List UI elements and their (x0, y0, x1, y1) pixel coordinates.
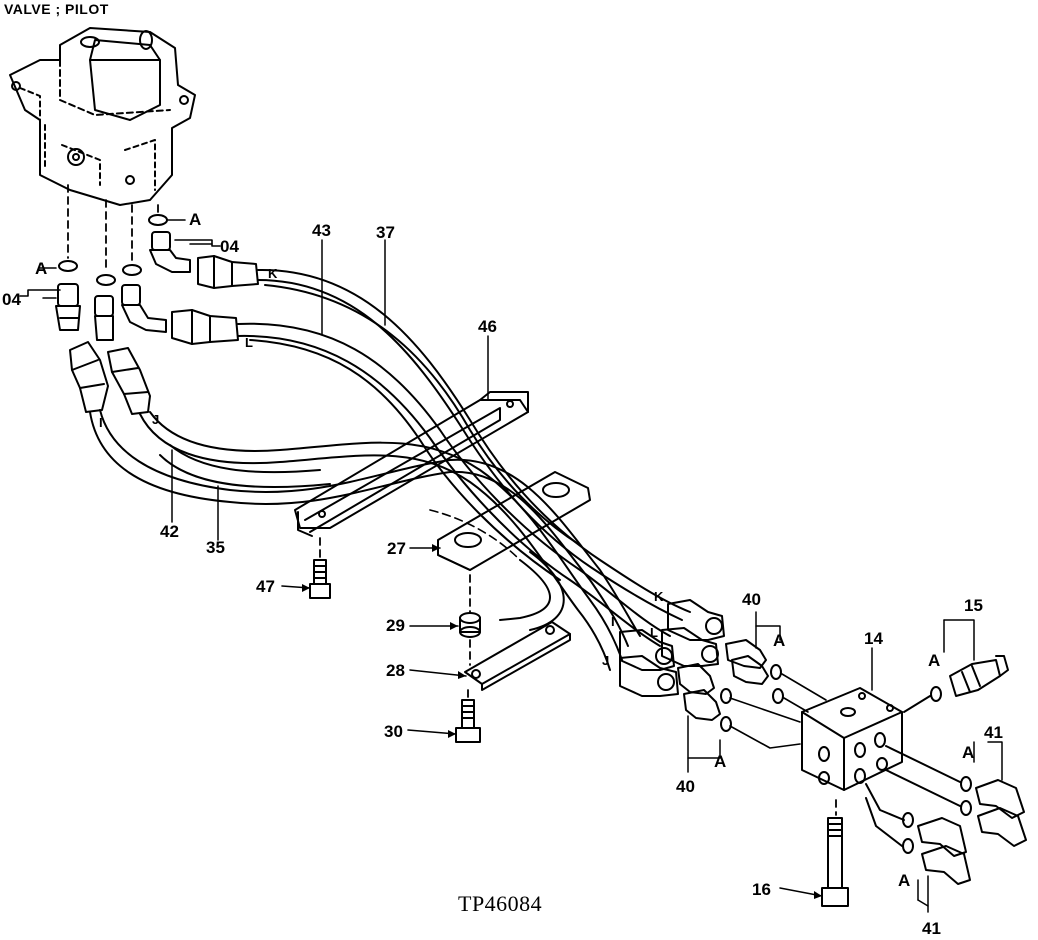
hose-letter-i-right: I (611, 614, 615, 629)
fittings-40 (677, 639, 769, 721)
callout-a-left: A (35, 259, 48, 278)
hose-letter-l-right: L (650, 625, 658, 640)
hose-ends-block-side (619, 599, 725, 697)
frame-bar (294, 391, 529, 537)
callout-30: 30 (384, 722, 403, 741)
fittings-41 (865, 745, 1027, 885)
bolt-16 (821, 817, 849, 907)
bolt-30 (455, 699, 481, 743)
callout-a-top: A (189, 210, 202, 229)
hoses (89, 268, 691, 671)
hose-letter-l-top: L (245, 335, 253, 350)
fittings-left (55, 231, 191, 341)
hose-letter-k-top: K (268, 266, 278, 281)
callout-41-bottom: 41 (922, 919, 941, 938)
callout-a-40-bottom: A (714, 752, 727, 771)
callout-a-15: A (928, 651, 941, 670)
callout-a-41-top: A (962, 743, 975, 762)
callout-46: 46 (478, 317, 497, 336)
drawing-code: TP46084 (458, 891, 543, 916)
callout-a-41-bottom: A (898, 871, 911, 890)
callout-27: 27 (387, 539, 406, 558)
hose-letter-j-left: J (152, 412, 160, 427)
callout-40-top: 40 (742, 590, 761, 609)
callout-04-left: 04 (2, 290, 21, 309)
callout-28: 28 (386, 661, 405, 680)
callout-14: 14 (864, 629, 883, 648)
callout-47: 47 (256, 577, 275, 596)
callout-04-top: 04 (220, 237, 239, 256)
clamp-plate (437, 471, 591, 571)
nut-29 (459, 612, 481, 638)
valve-o-rings (58, 214, 168, 286)
valve-port-leaders (67, 184, 159, 273)
hose-letter-j-right: J (602, 653, 610, 668)
hose-ends-valve-side (69, 255, 259, 415)
callout-35: 35 (206, 538, 225, 557)
arrowheads (302, 544, 822, 899)
callout-15: 15 (964, 596, 983, 615)
callout-42: 42 (160, 522, 179, 541)
diagram-title: VALVE ; PILOT (4, 1, 109, 17)
pilot-valve (9, 27, 196, 206)
callout-40-bottom: 40 (676, 777, 695, 796)
fitting-15 (903, 655, 1009, 713)
hose-letter-i-left: I (99, 415, 103, 430)
callout-16: 16 (752, 880, 771, 899)
manifold-block (801, 687, 903, 791)
callout-a-40-top: A (773, 631, 786, 650)
callout-37: 37 (376, 223, 395, 242)
callout-29: 29 (386, 616, 405, 635)
o-rings-40 (720, 664, 784, 732)
hose-letter-k-right: K (654, 589, 664, 604)
callout-41-top: 41 (984, 723, 1003, 742)
bolt-47 (309, 559, 331, 599)
callout-43: 43 (312, 221, 331, 240)
lower-plate (464, 621, 571, 691)
